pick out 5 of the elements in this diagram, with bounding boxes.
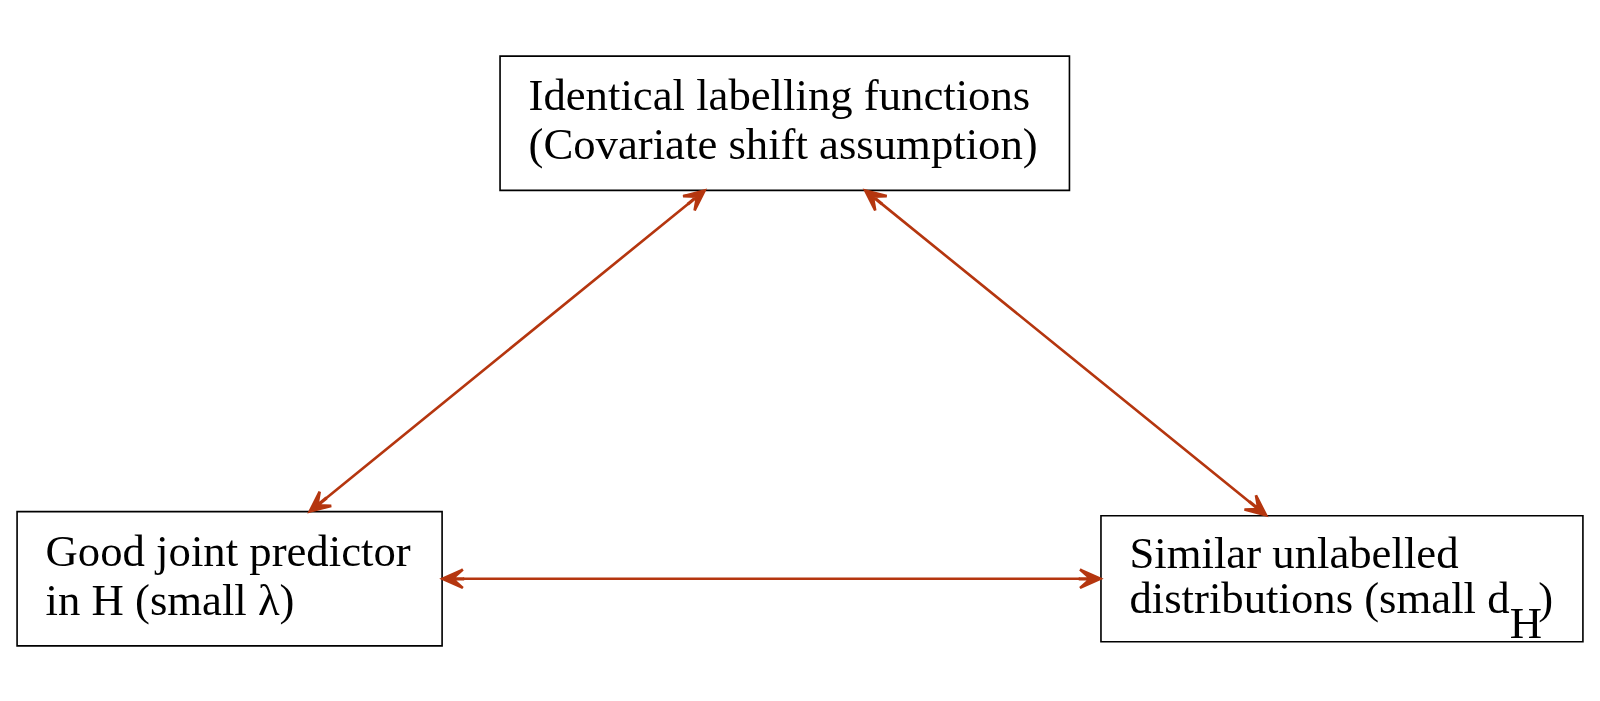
arrow xyxy=(308,188,706,513)
node-box: Good joint predictor in H (small λ) xyxy=(16,510,443,647)
arrow xyxy=(863,188,1268,517)
node-box: Identical labelling functions (Covariate shift assumption) xyxy=(499,54,1071,191)
arrow xyxy=(441,567,1102,589)
